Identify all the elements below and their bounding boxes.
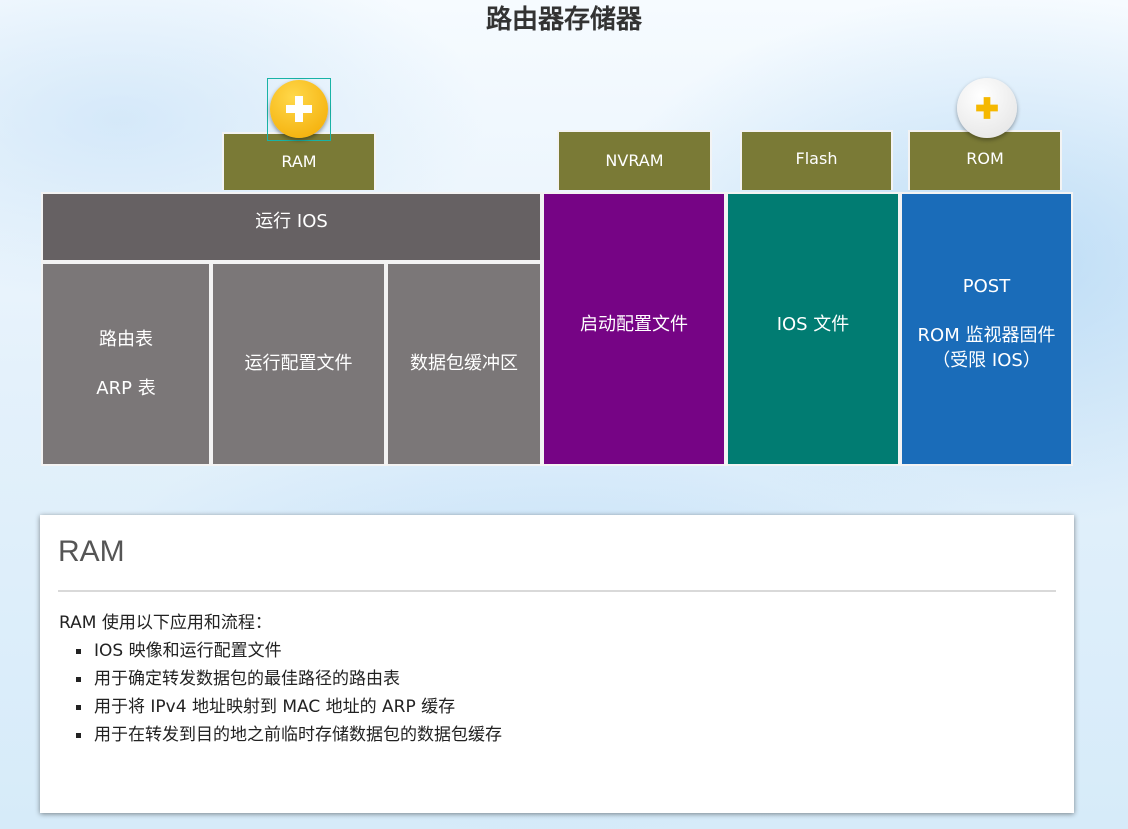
ram-routing-arp-cell: 路由表 ARP 表 bbox=[41, 262, 211, 466]
rom-block: POST ROM 监视器固件（受限 IOS） bbox=[900, 192, 1073, 466]
list-item: 用于在转发到目的地之前临时存储数据包的数据包缓存 bbox=[76, 721, 502, 749]
routing-table-label: 路由表 bbox=[99, 328, 153, 350]
list-item: 用于将 IPv4 地址映射到 MAC 地址的 ARP 缓存 bbox=[76, 693, 502, 721]
list-item: IOS 映像和运行配置文件 bbox=[76, 637, 502, 665]
ram-plus-button[interactable] bbox=[267, 78, 331, 141]
tab-ram-label: RAM bbox=[281, 152, 317, 171]
plus-icon bbox=[976, 97, 998, 119]
info-panel bbox=[40, 515, 1074, 813]
running-config-label: 运行配置文件 bbox=[244, 353, 353, 375]
ram-packet-buffer-cell: 数据包缓冲区 bbox=[386, 262, 542, 466]
ios-file-label: IOS 文件 bbox=[776, 314, 850, 335]
packet-buffer-label: 数据包缓冲区 bbox=[410, 353, 518, 375]
flash-block: IOS 文件 bbox=[726, 192, 900, 466]
startup-config-label: 启动配置文件 bbox=[580, 314, 688, 335]
tab-flash-label: Flash bbox=[795, 149, 838, 168]
panel-divider bbox=[58, 590, 1056, 592]
tab-rom-label: ROM bbox=[966, 149, 1004, 168]
tab-rom[interactable]: ROM bbox=[908, 130, 1062, 190]
rom-monitor-label: ROM 监视器固件（受限 IOS） bbox=[917, 325, 1056, 372]
arp-table-label: ARP 表 bbox=[96, 378, 156, 399]
post-label: POST bbox=[962, 276, 1011, 297]
ram-running-config-cell: 运行配置文件 bbox=[211, 262, 386, 466]
panel-intro: RAM 使用以下应用和流程： bbox=[59, 613, 272, 633]
tab-flash[interactable]: Flash bbox=[740, 130, 893, 190]
panel-bullet-list: IOS 映像和运行配置文件 用于确定转发数据包的最佳路径的路由表 用于将 IPv… bbox=[76, 637, 502, 749]
ram-running-ios: 运行 IOS bbox=[41, 192, 542, 262]
plus-icon bbox=[270, 80, 328, 138]
list-item: 用于确定转发数据包的最佳路径的路由表 bbox=[76, 665, 502, 693]
panel-title: RAM bbox=[58, 535, 125, 568]
tab-nvram-label: NVRAM bbox=[605, 151, 664, 170]
rom-plus-button[interactable] bbox=[957, 78, 1017, 138]
page-title: 路由器存储器 bbox=[485, 5, 642, 35]
tab-nvram[interactable]: NVRAM bbox=[557, 130, 712, 190]
tab-ram[interactable]: RAM bbox=[222, 132, 376, 190]
nvram-block: 启动配置文件 bbox=[542, 192, 726, 466]
running-ios-label: 运行 IOS bbox=[255, 211, 328, 232]
